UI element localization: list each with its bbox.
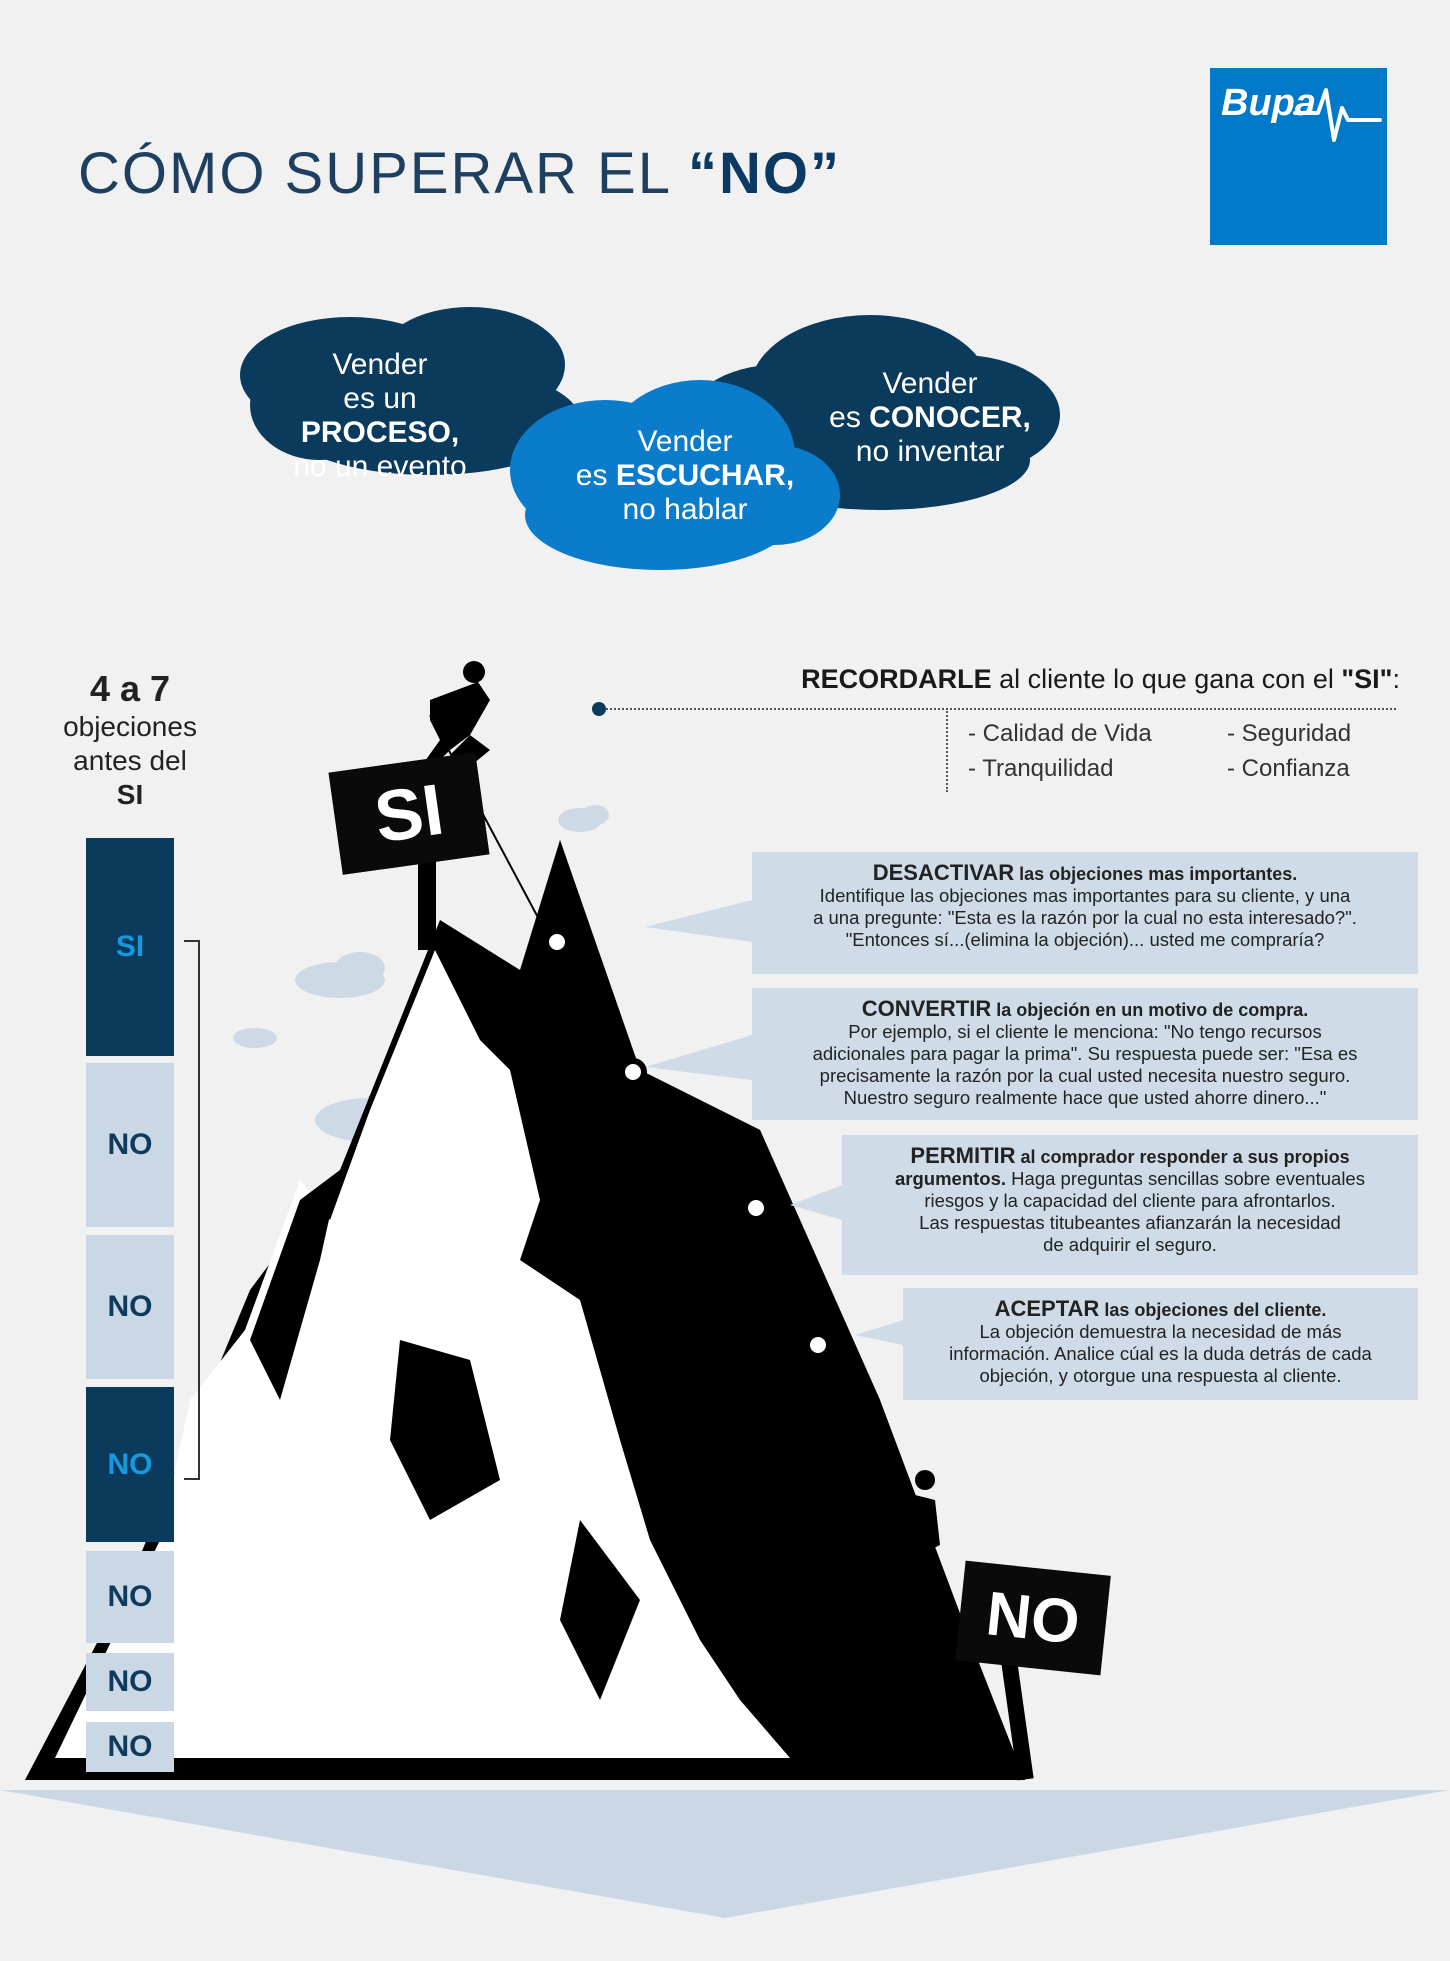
- recall-line: [606, 708, 1396, 710]
- bars-bracket: [184, 940, 200, 1480]
- recall-dot: [592, 702, 606, 716]
- bar-no-2: NO: [86, 1235, 174, 1379]
- bar-no-1: NO: [86, 1063, 174, 1227]
- benefit-tranquilidad: - Tranquilidad: [968, 755, 1114, 782]
- logo-wordmark: Bupa: [1221, 82, 1316, 124]
- benefit-calidad: - Calidad de Vida: [968, 720, 1152, 747]
- heartbeat-icon: [1293, 88, 1382, 142]
- bar-no-6: NO: [86, 1722, 174, 1772]
- bar-no-5: NO: [86, 1653, 174, 1711]
- recall-vline: [946, 708, 948, 792]
- cloud-text-proceso: Vender es un PROCESO, no un evento: [293, 348, 467, 483]
- cloud-proceso: [240, 307, 580, 475]
- callout-permitir: PERMITIR al comprador responder a sus pr…: [842, 1135, 1418, 1275]
- bar-no-4: NO: [86, 1551, 174, 1643]
- cloud-text-conocer: Vender es CONOCER, no inventar: [829, 367, 1031, 468]
- clouds-illustration: [240, 307, 1060, 570]
- cloud-escuchar: [510, 380, 840, 570]
- objections-count: 4 a 7 objeciones antes del SI: [63, 668, 197, 811]
- cloud-text-escuchar: Vender es ESCUCHAR, no hablar: [575, 425, 795, 526]
- down-arrow: [0, 1790, 1450, 1918]
- callout-desactivar: DESACTIVAR las objeciones mas importante…: [752, 852, 1418, 974]
- title-emphasis: “NO”: [687, 141, 841, 206]
- callout-aceptar: ACEPTAR las objeciones del cliente. La o…: [903, 1288, 1418, 1400]
- benefit-seguridad: - Seguridad: [1227, 720, 1352, 747]
- page-title: CÓMO SUPERAR EL “NO”: [78, 140, 841, 207]
- bar-si: SI: [86, 838, 174, 1056]
- benefit-confianza: - Confianza: [1227, 755, 1350, 782]
- mountain-illustration: [0, 661, 1450, 1918]
- bar-no-3: NO: [86, 1387, 174, 1542]
- recall-heading: RECORDARLE al cliente lo que gana con el…: [801, 664, 1400, 694]
- bupa-logo[interactable]: Bupa: [1210, 68, 1387, 245]
- title-text: CÓMO SUPERAR EL: [78, 141, 688, 206]
- callout-convertir: CONVERTIR la objeción en un motivo de co…: [752, 988, 1418, 1120]
